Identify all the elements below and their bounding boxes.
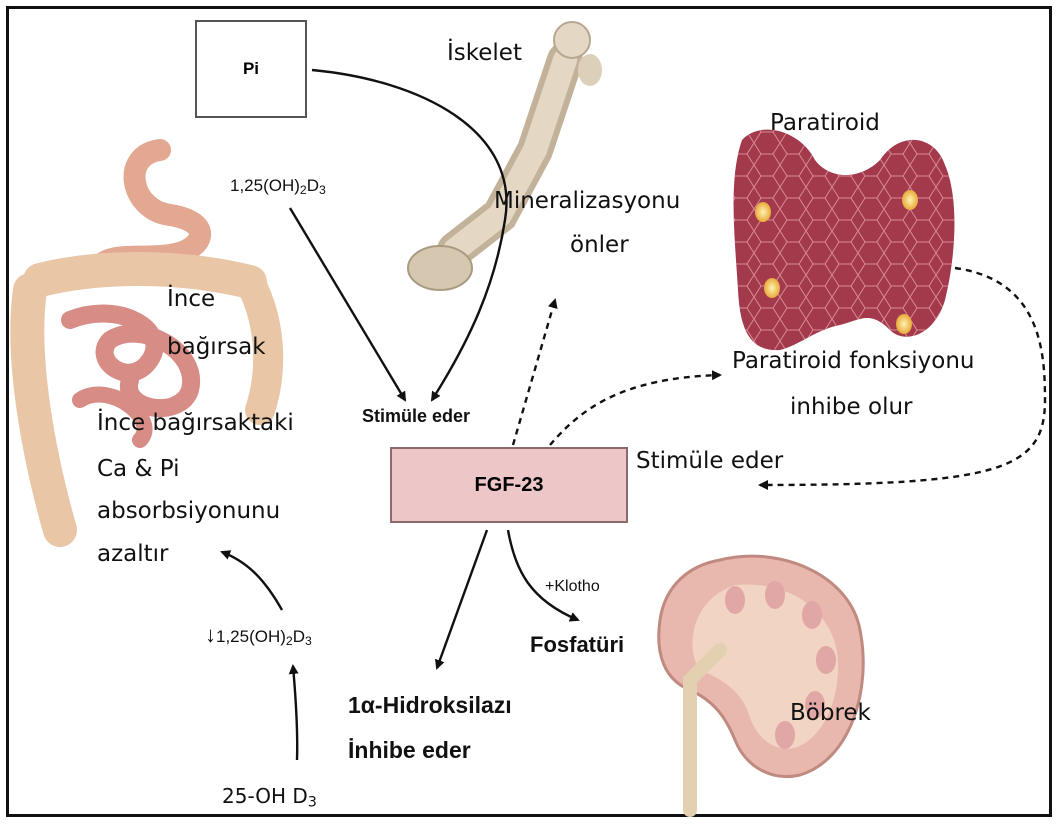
arrow-fgf23-to-parathyroid: [550, 375, 720, 445]
arrow-fgf23-to-mineralization: [513, 300, 555, 445]
stimulates-label-right: Stimüle eder: [636, 448, 783, 474]
kidney-label: Böbrek: [790, 700, 871, 726]
pi-box: Pi: [195, 20, 307, 118]
absorption-label-line3: absorbsiyonunu: [97, 498, 280, 524]
parathyroid-label: Paratiroid: [770, 110, 880, 136]
arrow-vitd-to-fgf23: [290, 208, 405, 400]
stimulates-label-left: Stimüle eder: [362, 406, 470, 427]
vitamin-d-decrease-label: ↓1,25(OH)2D3: [205, 622, 312, 648]
mineralization-label-line1: Mineralizasyonu: [494, 188, 680, 214]
hydroxylase-label-line1: 1α-Hidroksilazı: [348, 692, 512, 719]
parathyroid-function-line2: inhibe olur: [790, 394, 913, 420]
25-oh-d3-label: 25-OH D3: [222, 784, 317, 811]
intestine-label-line1: İnce: [167, 286, 215, 312]
kidney-illustration: [659, 556, 863, 810]
parathyroid-function-line1: Paratiroid fonksiyonu: [732, 348, 975, 374]
absorption-label-line2: Ca & Pi: [97, 456, 179, 482]
absorption-label-line1: İnce bağırsaktaki: [97, 410, 294, 436]
down-arrow-icon: ↓: [205, 622, 216, 647]
hydroxylase-label-line2: İnhibe eder: [348, 737, 471, 764]
mineralization-label-line2: önler: [570, 232, 629, 258]
skeleton-label: İskelet: [447, 40, 522, 66]
absorption-label-line4: azaltır: [97, 541, 169, 567]
arrow-ohd3-to-vitd: [293, 666, 297, 760]
phosphaturia-label: Fosfatüri: [530, 632, 624, 658]
vitamin-d-top-label: 1,25(OH)2D3: [230, 176, 326, 197]
intestine-label-line2: bağırsak: [167, 334, 266, 360]
arrow-vitd-to-intestine: [222, 552, 282, 610]
arrow-fgf23-to-hydroxylase: [437, 530, 487, 668]
pi-label: Pi: [243, 59, 259, 79]
parathyroid-illustration: [734, 130, 955, 351]
arrow-fgf23-to-phosphaturia: [508, 530, 578, 620]
fgf23-label: FGF-23: [475, 474, 544, 497]
fgf23-box: FGF-23: [390, 447, 628, 523]
klotho-label: +Klotho: [545, 578, 600, 596]
